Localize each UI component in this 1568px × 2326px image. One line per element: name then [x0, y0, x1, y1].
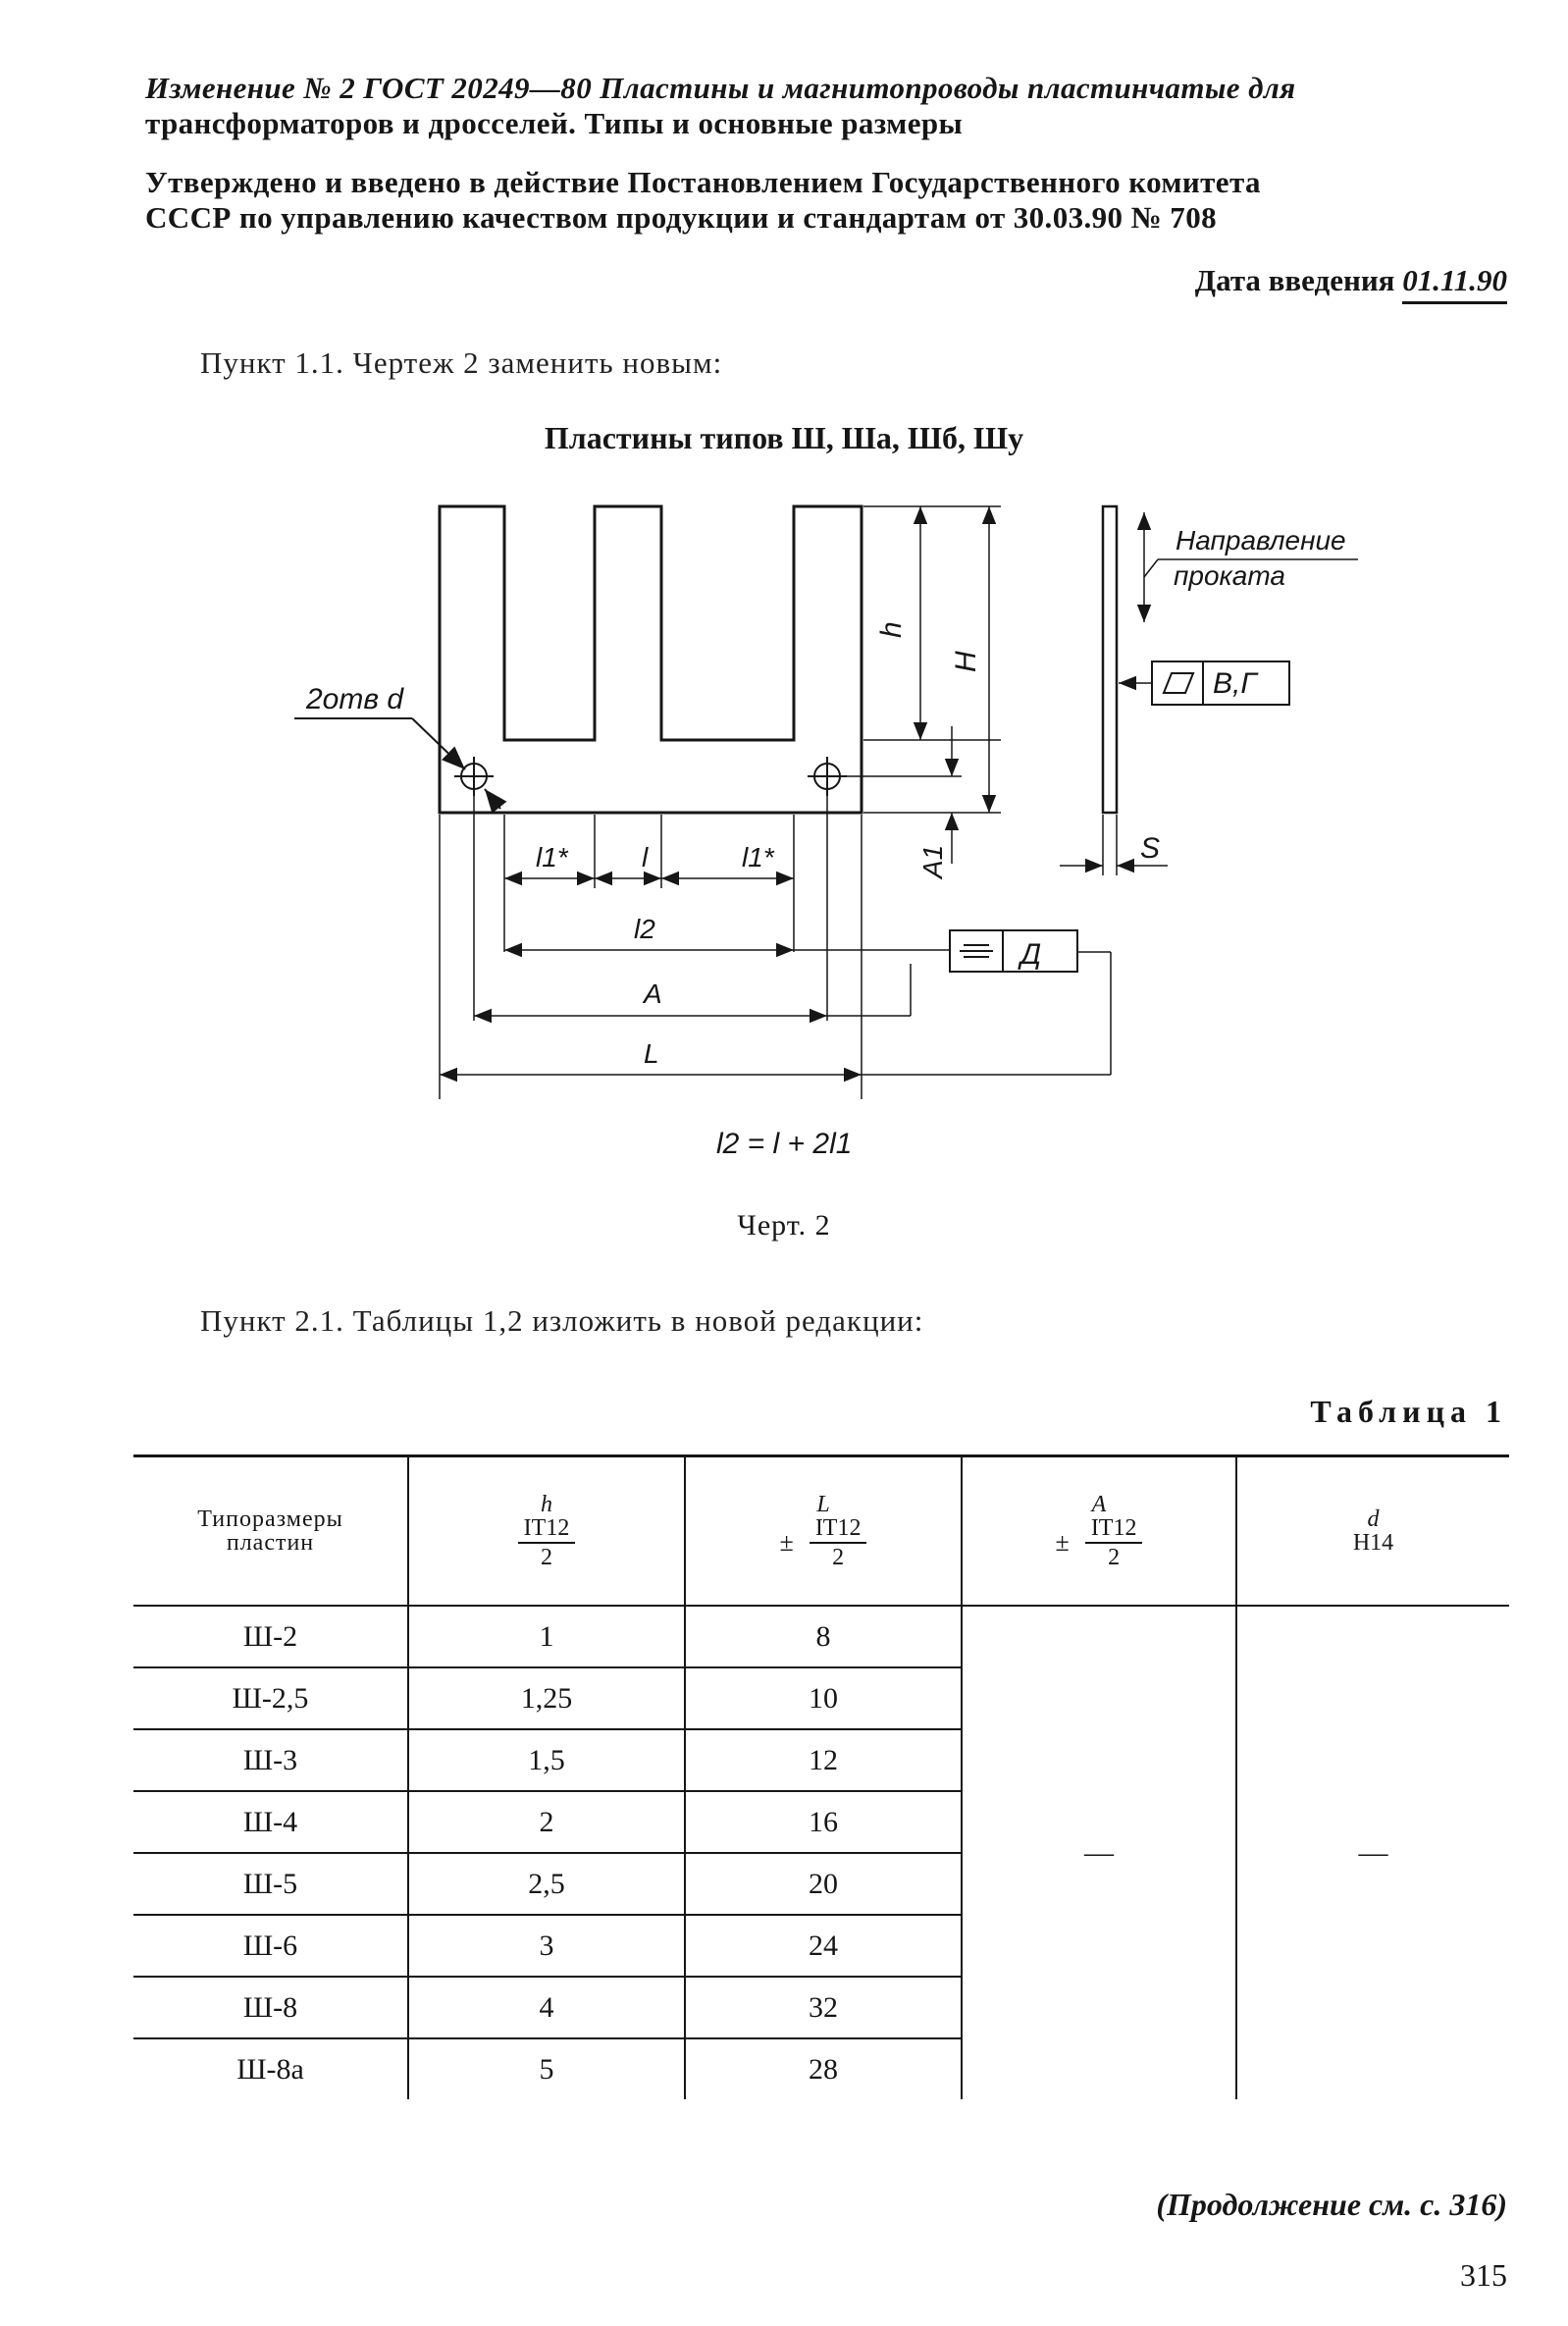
- hole-label: 2отв d: [305, 683, 404, 715]
- cell-L: 20: [685, 1853, 963, 1916]
- dim-A: A: [642, 978, 662, 1009]
- clause-2-1: Пункт 2.1. Таблицы 1,2 изложить в новой …: [200, 1303, 924, 1338]
- cell-type: Ш-4: [133, 1791, 409, 1854]
- rolling-direction-line-2: проката: [1174, 560, 1285, 591]
- approval-line-1: Утверждено и введено в действие Постанов…: [145, 165, 1261, 199]
- cell-type: Ш-3: [133, 1729, 409, 1792]
- dim-L: L: [644, 1038, 659, 1069]
- dimension-formula: l2 = l + 2l1: [716, 1128, 852, 1160]
- amendment-number: Изменение № 2 ГОСТ 20249—80: [145, 71, 593, 105]
- dim-l2: l2: [634, 914, 655, 944]
- standard-title: Пластины и магнитопроводы пластинчатые д…: [600, 71, 1296, 105]
- table-1-title: Таблица 1: [1310, 1394, 1507, 1429]
- cell-L: 10: [685, 1667, 963, 1730]
- cell-h: 1: [408, 1606, 686, 1668]
- cell-h: 2,5: [408, 1853, 686, 1916]
- dim-l: l: [642, 842, 649, 872]
- cell-h: 2: [408, 1791, 686, 1854]
- cell-type: Ш-8: [133, 1977, 409, 2039]
- effective-date: Дата введения 01.11.90: [1194, 263, 1507, 304]
- dim-S: S: [1140, 832, 1160, 865]
- symmetry-datum: Д: [1018, 938, 1041, 971]
- cell-L: 24: [685, 1915, 963, 1978]
- flatness-tolerance-frame: [1151, 661, 1290, 706]
- cell-h: 4: [408, 1977, 686, 2039]
- drawing-caption: Черт. 2: [737, 1209, 831, 1242]
- cell-A-merged: —: [962, 1606, 1237, 2099]
- cell-h: 3: [408, 1915, 686, 1978]
- effective-date-value: 01.11.90: [1402, 263, 1507, 304]
- cell-type: Ш-5: [133, 1853, 409, 1916]
- cell-L: 12: [685, 1729, 963, 1792]
- amendment-title: Изменение № 2 ГОСТ 20249—80 Пластины и м…: [145, 71, 1509, 141]
- cell-h: 1,5: [408, 1729, 686, 1792]
- dim-l1-left: l1*: [536, 842, 569, 872]
- plate-outline: [438, 504, 863, 815]
- approval-line-2: СССР по управлению качеством продукции и…: [145, 200, 1217, 235]
- plate-side-view: [1101, 504, 1119, 815]
- rolling-direction-line-1: Направление: [1176, 525, 1346, 555]
- cell-type: Ш-2,5: [133, 1667, 409, 1730]
- th-type: Типоразмеры пластин: [133, 1455, 409, 1606]
- cell-h: 5: [408, 2038, 686, 2099]
- plate-drawing: 2отв d h H A1: [294, 504, 1358, 1160]
- effective-date-label: Дата введения: [1194, 263, 1395, 297]
- drawing-title: Пластины типов Ш, Ша, Шб, Шу: [544, 420, 1024, 455]
- symmetry-tolerance-frame: [949, 929, 1078, 973]
- approval-text: Утверждено и введено в действие Постанов…: [145, 165, 1509, 236]
- th-d: d H14: [1352, 1507, 1394, 1556]
- flatness-datums: В,Г: [1213, 667, 1259, 700]
- cell-L: 8: [685, 1606, 963, 1668]
- page-number: 315: [1460, 2257, 1507, 2293]
- cell-d-merged: —: [1358, 1836, 1388, 1869]
- clause-1-1: Пункт 1.1. Чертеж 2 заменить новым:: [200, 345, 723, 380]
- cell-h: 1,25: [408, 1667, 686, 1730]
- cell-type: Ш-2: [133, 1606, 409, 1668]
- dim-H-label: H: [950, 651, 982, 672]
- standard-title-cont: трансформаторов и дросселей. Типы и осно…: [145, 106, 964, 140]
- cell-type: Ш-8а: [133, 2038, 409, 2099]
- dim-l1-right: l1*: [742, 842, 775, 872]
- cell-L: 16: [685, 1791, 963, 1854]
- dim-A1-label: A1: [917, 845, 948, 880]
- continuation-note: (Продолжение см. с. 316): [1156, 2187, 1507, 2222]
- cell-L: 32: [685, 1977, 963, 2039]
- cell-L: 28: [685, 2038, 963, 2099]
- cell-type: Ш-6: [133, 1915, 409, 1978]
- dim-h-label: h: [875, 621, 908, 638]
